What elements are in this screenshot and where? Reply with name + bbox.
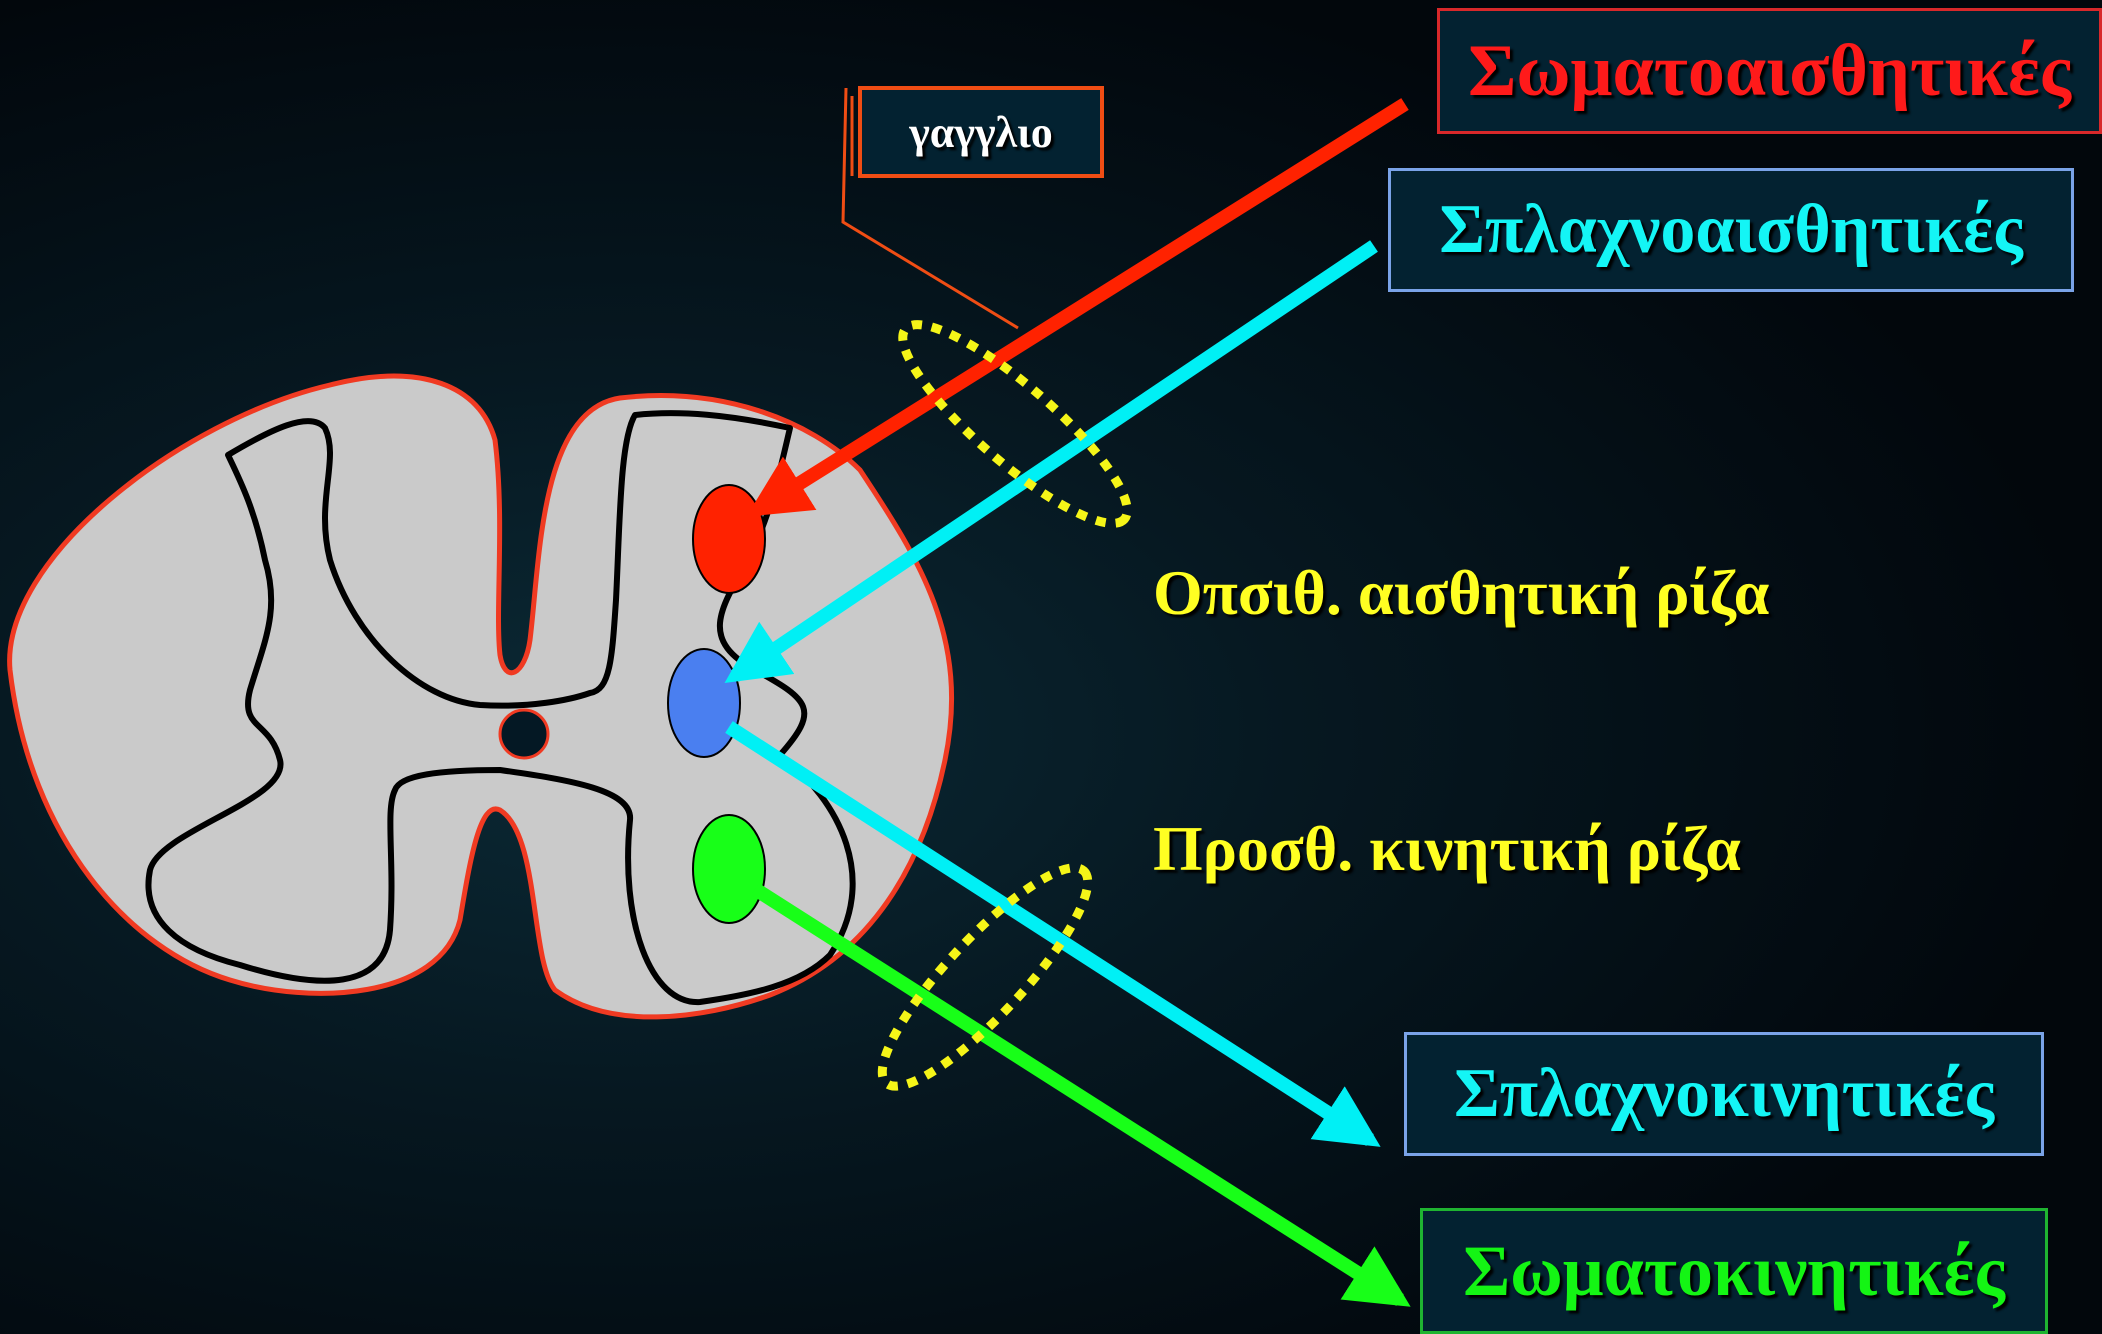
visceral-motor-arrow xyxy=(725,721,1381,1147)
ganglion-callout-line xyxy=(841,87,1019,330)
somatic-motor-nucleus xyxy=(692,814,766,924)
dorsal-root-label: Οπσιθ. αισθητική ρίζα xyxy=(1153,557,1770,628)
somatic-motor-label: Σωματοκινητικές xyxy=(1420,1208,2048,1334)
visceral-sensory-label: Σπλαχνοαισθητικές xyxy=(1388,168,2074,292)
grey-matter-outline xyxy=(145,410,856,1006)
visceral-sensory-arrow xyxy=(724,240,1378,684)
ventral-root-label: Προσθ. κινητική ρίζα xyxy=(1153,813,1741,884)
dorsal-root-outline xyxy=(898,320,1132,528)
ventral-root-outline xyxy=(877,863,1093,1091)
central-canal xyxy=(498,708,550,760)
somatosensory-arrow xyxy=(746,98,1409,517)
visceral-nucleus xyxy=(667,648,741,758)
ganglion-label: γαγγλιο xyxy=(858,86,1104,178)
somatic-motor-arrow xyxy=(751,883,1411,1307)
somatosensory-nucleus xyxy=(692,484,766,594)
visceral-motor-label: Σπλαχνοκινητικές xyxy=(1404,1032,2044,1156)
somatosensory-label: Σωματοαισθητικές xyxy=(1437,8,2102,134)
